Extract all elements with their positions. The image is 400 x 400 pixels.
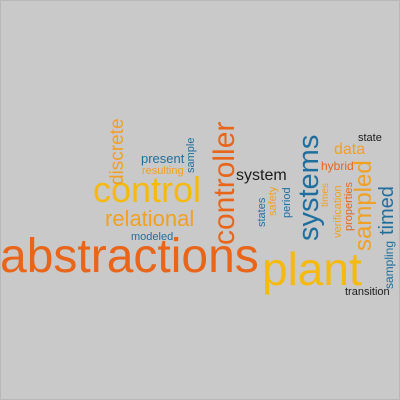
word-resulting: resulting xyxy=(142,165,184,177)
word-modeled: modeled xyxy=(131,231,174,243)
word-sample: sample xyxy=(185,137,197,173)
word-control: control xyxy=(93,169,202,210)
word-discrete: discrete xyxy=(107,118,128,185)
word-safety: safety xyxy=(267,186,279,216)
word-timed: timed xyxy=(376,186,398,235)
word-hybrid: hybrid xyxy=(321,159,354,173)
word-present: present xyxy=(141,151,185,166)
word-controller: controller xyxy=(208,121,241,245)
word-relational: relational xyxy=(105,206,195,231)
word-times: times xyxy=(320,183,331,207)
word-abstractions: abstractions xyxy=(0,230,259,283)
word-data: data xyxy=(334,141,366,158)
word-plant: plant xyxy=(262,243,362,295)
word-sampling: sampling xyxy=(382,240,396,289)
word-state: state xyxy=(358,132,382,144)
word-transition: transition xyxy=(345,286,390,298)
word-sampled: sampled xyxy=(350,160,377,251)
word-period: period xyxy=(281,187,293,218)
word-system: system xyxy=(236,167,287,184)
